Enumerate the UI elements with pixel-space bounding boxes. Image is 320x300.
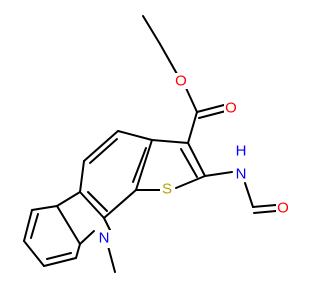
amide-nitrogen-atom: N (234, 164, 248, 183)
ester-oxygen-label: O (175, 73, 187, 90)
bond-carbonyl-c-o-double-a (196, 104, 225, 113)
bond-c3a-c4 (117, 130, 153, 141)
bond-c3a-c7a-double (135, 139, 153, 191)
bond-carbonyl-c-ring-c3 (187, 111, 198, 144)
bond-c3-c2-double-a (187, 142, 206, 177)
bond-ch3-ch2 (142, 15, 161, 45)
bond-formyl-c-o-double-a (252, 204, 277, 208)
bond-c2-n-amide (204, 171, 233, 177)
bond-c5b-c6b-double (23, 209, 33, 242)
bond-c2-s (175, 175, 206, 189)
bond-c7b-c8b-inner (46, 252, 72, 260)
bond-c3-c2-double-b (180, 148, 198, 178)
bond-c4b-c5b (31, 205, 58, 211)
amide-hydrogen-label: H (236, 143, 247, 160)
carbonyl-oxygen-label: O (225, 100, 237, 117)
bond-c8b-c8a (75, 243, 81, 259)
bond-c8a-n-indole (79, 230, 95, 245)
thiophene-sulfur-label: S (162, 181, 172, 198)
thiophene-sulfur-atom: S (160, 181, 174, 199)
bond-n-indole-c10a (103, 217, 111, 231)
indole-nitrogen-label: N (99, 230, 110, 247)
bond-layer (23, 15, 277, 273)
formyl-oxygen-atom: O (276, 200, 290, 217)
bond-c6b-c7b (23, 240, 45, 267)
formyl-oxygen-label: O (277, 200, 289, 217)
bond-c4-c5-inner (89, 138, 118, 164)
bond-n-amide-formyl-c (244, 182, 254, 208)
bond-c3-c3a (151, 139, 189, 144)
bond-c7b-c8b-double (43, 257, 77, 267)
bond-c5b-c6b-inner (30, 213, 39, 239)
bond-carbonyl-c-o-double-b (198, 110, 227, 119)
bond-n-indole-methyl (107, 245, 116, 273)
bond-c4b-c8a (56, 205, 81, 245)
bond-c5-c5a (79, 160, 85, 193)
bond-c5a-c4b (56, 191, 81, 207)
bond-ch2-o-ester (159, 43, 178, 75)
amide-hydrogen-atom: H (234, 143, 248, 160)
bond-c5a-c10a-inner (87, 191, 108, 212)
bond-c4-c5-double (83, 130, 119, 162)
amide-nitrogen-label: N (236, 166, 247, 183)
indole-nitrogen-atom: N (97, 230, 111, 248)
bond-c10a-c7a (103, 189, 137, 219)
ester-oxygen-atom: O (174, 73, 188, 90)
atom-label-layer: O O N H O S N (97, 73, 290, 248)
bond-c3a-c7a-inner (132, 147, 147, 183)
bond-o-ester-carbonyl-c (185, 87, 198, 113)
bond-c5a-c10a-double (79, 191, 105, 219)
bond-formyl-c-o-double-b (253, 210, 277, 214)
carbonyl-oxygen-atom: O (224, 100, 238, 117)
molecule-structure-diagram: O O N H O S N (23, 15, 290, 273)
